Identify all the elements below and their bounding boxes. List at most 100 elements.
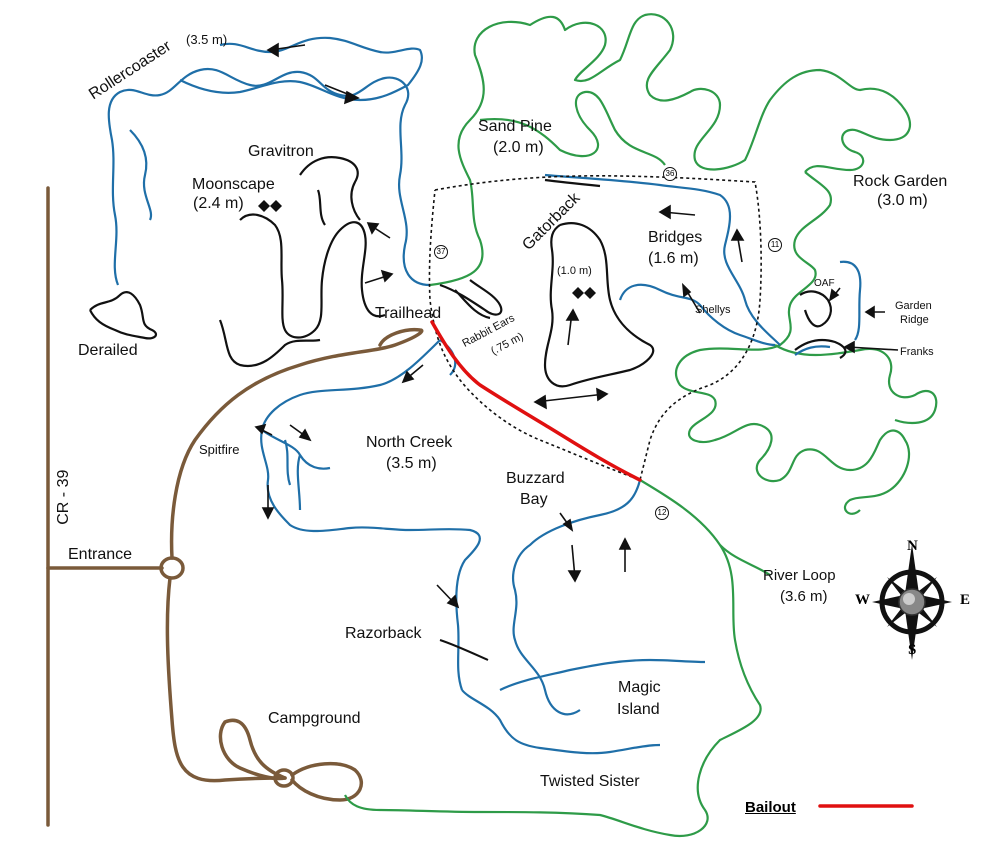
franks-trail	[794, 339, 847, 359]
label-rollercoaster-dist: (3.5 m)	[186, 32, 228, 47]
arrow-icon	[266, 42, 306, 58]
label-moonscape: Moonscape	[192, 176, 275, 193]
marker-36: 36	[663, 167, 677, 181]
arrow-icon	[618, 537, 632, 572]
label-sand-pine: Sand Pine	[478, 118, 552, 135]
sand-pine-trail	[429, 13, 912, 287]
moonscape-trail	[239, 213, 386, 339]
arrow-icon	[559, 512, 574, 532]
sand-pine-inner	[479, 90, 666, 166]
arrow-icon	[324, 84, 360, 105]
label-razorback: Razorback	[345, 625, 422, 642]
label-gravitron: Gravitron	[248, 143, 314, 160]
moonscape-lower	[218, 319, 321, 368]
label-river-loop: River Loop	[763, 567, 836, 584]
label-campground: Campground	[268, 710, 361, 727]
diamond-icon	[270, 200, 282, 212]
river-loop-inner	[719, 544, 771, 576]
black-trails	[89, 156, 847, 388]
arrow-icon	[658, 204, 696, 220]
label-magic: Magic	[618, 679, 661, 696]
arrow-icon	[364, 269, 394, 284]
gravitron-trail	[299, 156, 361, 226]
label-derailed: Derailed	[78, 342, 138, 359]
marker-12: 12	[655, 506, 669, 520]
label-entrance: Entrance	[68, 546, 133, 563]
arrow-icon	[436, 584, 460, 609]
bailout-route	[430, 320, 642, 482]
bridges-black-spur	[544, 178, 601, 188]
campground-loop-b	[273, 768, 295, 788]
label-rock-garden: Rock Garden	[853, 173, 948, 190]
label-buzzard: Buzzard	[506, 470, 565, 487]
compass-rose-icon	[872, 544, 952, 660]
arrow-icon	[828, 287, 841, 302]
magic-island-trail	[499, 658, 706, 691]
compass-s: S	[908, 642, 917, 658]
label-twisted-sister: Twisted Sister	[540, 773, 640, 790]
label-bay: Bay	[520, 491, 548, 508]
garden-ridge-trail	[794, 260, 862, 356]
green-trails	[344, 13, 938, 838]
arrow-icon	[289, 424, 312, 442]
campground-loop-a	[218, 718, 287, 781]
gatorback-trail	[543, 222, 655, 388]
oaf-trail	[799, 290, 832, 328]
rollercoaster-trail	[107, 67, 431, 287]
rollercoaster-spur	[129, 129, 153, 221]
label-oaf: OAF	[814, 278, 835, 289]
label-shellys: Shellys	[695, 304, 731, 316]
label-island: Island	[617, 701, 660, 718]
marker-11: 11	[768, 238, 782, 252]
compass-n: N	[907, 538, 918, 554]
compass-e: E	[960, 592, 971, 608]
diamond-icon	[584, 287, 596, 299]
arrow-icon	[254, 423, 273, 436]
label-bridges: Bridges	[648, 229, 703, 246]
diamond-icon	[258, 200, 270, 212]
label-north-creek-dist: (3.5 m)	[386, 455, 437, 472]
razorback-spur	[439, 639, 489, 661]
blue-trails	[107, 36, 862, 755]
arrow-icon	[864, 305, 885, 319]
campground-road	[165, 576, 287, 783]
derailed-trail	[89, 291, 158, 340]
rabbit-ears-trail	[439, 279, 503, 320]
compass-w: W	[855, 592, 870, 608]
main-access-road	[169, 327, 424, 560]
river-loop-trail	[344, 479, 762, 838]
dotted-boundary	[428, 175, 762, 482]
bridges-trail	[544, 173, 781, 346]
shellys-trail	[618, 283, 776, 347]
label-north-creek: North Creek	[366, 434, 453, 451]
label-bailout: Bailout	[745, 799, 796, 816]
rock-garden-outer	[774, 344, 938, 425]
north-creek-trail	[260, 339, 481, 691]
difficulty-diamonds	[258, 200, 596, 299]
arrow-icon	[567, 544, 582, 583]
arrow-icon	[565, 308, 580, 346]
marker-37: 37	[434, 245, 448, 259]
label-spitfire: Spitfire	[199, 442, 240, 457]
diamond-icon	[572, 287, 584, 299]
arrow-icon	[261, 485, 275, 520]
label-bridges-dist: (1.6 m)	[648, 250, 699, 267]
arrow-icon	[533, 387, 609, 410]
label-franks: Franks	[900, 346, 934, 358]
rock-garden-trail	[675, 171, 911, 515]
rollercoaster-inner	[179, 36, 424, 102]
label-gatorback-dist: (1.0 m)	[557, 265, 592, 277]
label-ridge: Ridge	[900, 314, 929, 326]
label-trailhead: Trailhead	[375, 305, 442, 322]
label-garden: Garden	[895, 300, 932, 312]
label-rock-garden-dist: (3.0 m)	[877, 192, 928, 209]
label-moonscape-dist: (2.4 m)	[193, 195, 244, 212]
arrow-icon	[730, 228, 745, 263]
arrow-icon	[843, 340, 899, 354]
arrow-icon	[366, 222, 391, 239]
twisted-sister-trail	[461, 689, 661, 755]
arrow-icon	[401, 364, 424, 384]
entrance-loop	[159, 556, 185, 580]
spitfire-trail	[261, 429, 331, 511]
buzzard-bay-trail	[512, 479, 642, 716]
